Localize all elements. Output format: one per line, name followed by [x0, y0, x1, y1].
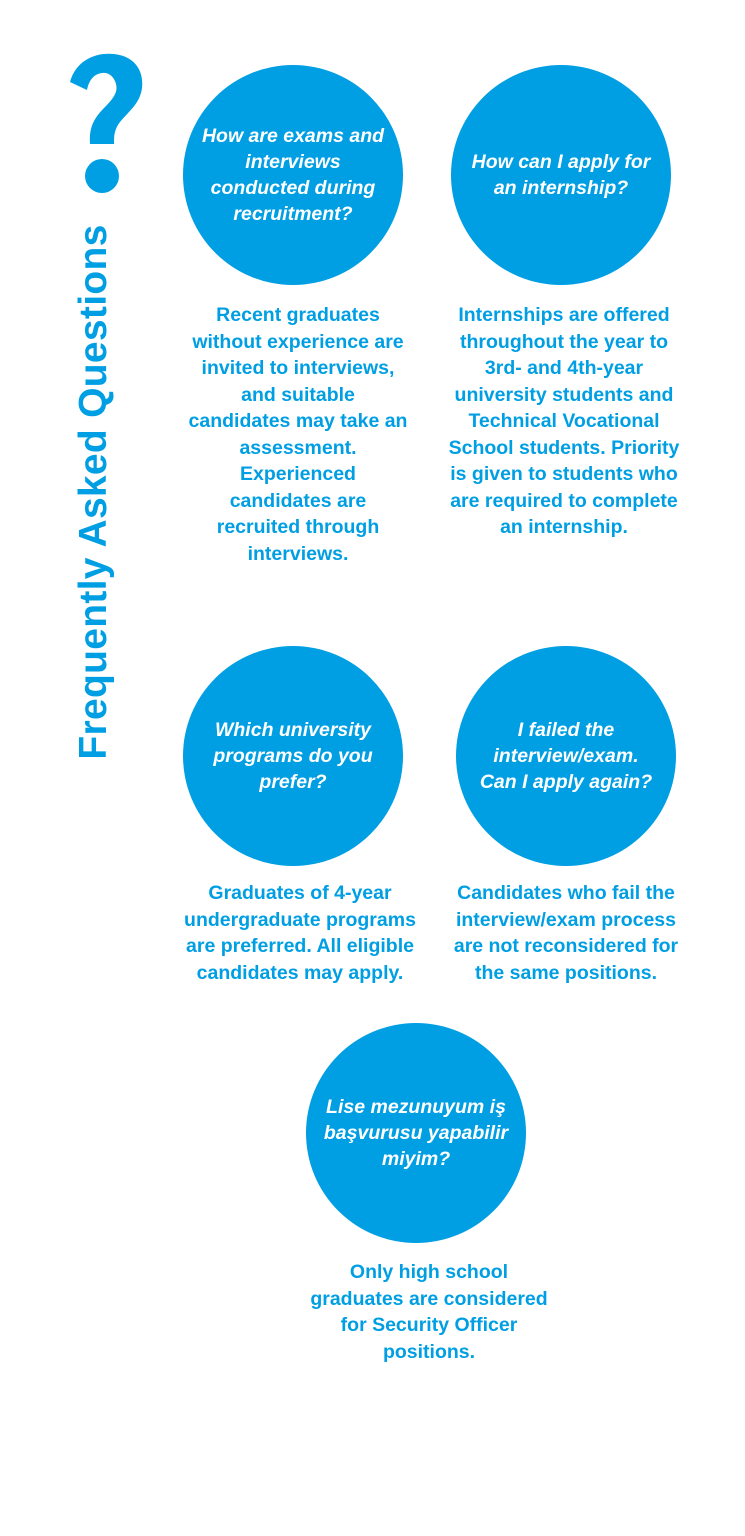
faq-answer-2: Internships are offered throughout the y…: [448, 304, 680, 538]
faq-answer-5: Only high school graduates are considere…: [310, 1261, 548, 1363]
question-mark-icon: [70, 53, 143, 193]
question-text: Lise mezunuyum iş başvurusu yapabilir mi…: [323, 1096, 509, 1170]
question-text: How can I apply for an internship?: [471, 151, 651, 199]
question-text: I failed the interview/exam. Can I apply…: [479, 719, 653, 793]
page-title: Frequently Asked Questions: [72, 224, 115, 760]
question-text: How are exams and interviews conducted d…: [201, 125, 385, 225]
faq-question-3: Which university programs do you prefer?: [183, 646, 403, 866]
faq-question-4: I failed the interview/exam. Can I apply…: [456, 646, 676, 866]
faq-answer-3: Graduates of 4-year undergraduate progra…: [184, 882, 416, 984]
faq-answer-4: Candidates who fail the interview/exam p…: [453, 882, 679, 984]
faq-question-2: How can I apply for an internship?: [451, 65, 671, 285]
faq-answer-1: Recent graduates without experience are …: [188, 304, 408, 565]
faq-question-1: How are exams and interviews conducted d…: [183, 65, 403, 285]
faq-question-5: Lise mezunuyum iş başvurusu yapabilir mi…: [306, 1023, 526, 1243]
question-text: Which university programs do you prefer?: [213, 719, 373, 793]
